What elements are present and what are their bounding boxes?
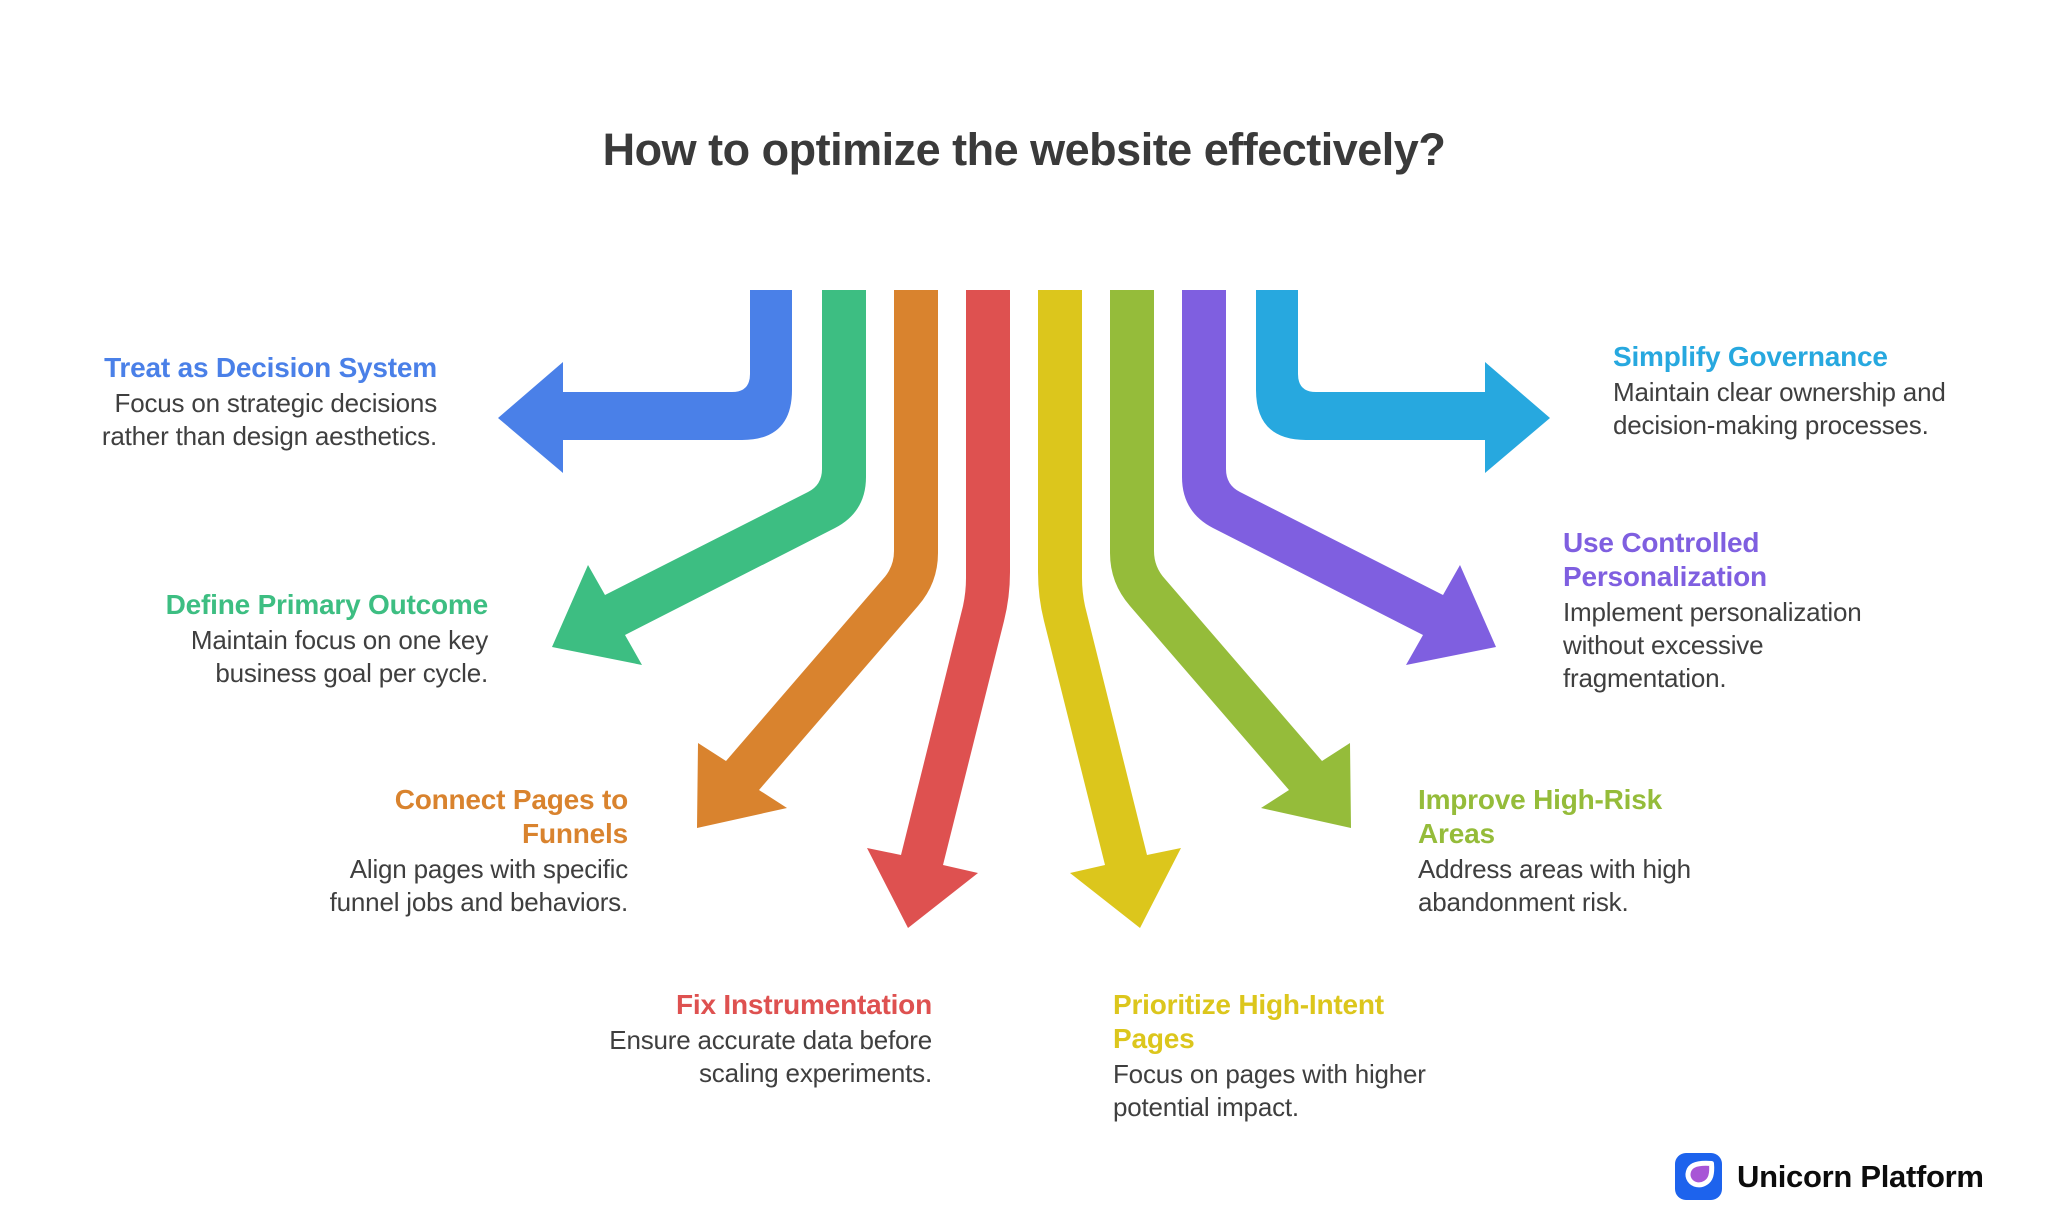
brand-footer: Unicorn Platform (1675, 1153, 1984, 1200)
tip-body: Align pages with specific funnel jobs an… (329, 854, 629, 917)
arrow-simplify-governance-icon (1256, 290, 1550, 473)
tip-treat-as-decision-system: Treat as Decision System Focus on strate… (77, 351, 437, 453)
tip-heading: Improve High-Risk Areas (1418, 784, 1662, 849)
tip-body: Ensure accurate data before scaling expe… (609, 1025, 932, 1088)
tip-heading: Use Controlled Personalization (1563, 527, 1767, 592)
tip-prioritize-high-intent-pages: Prioritize High-Intent Pages Focus on pa… (1113, 988, 1443, 1124)
arrow-connect-pages-to-funnels-icon (697, 290, 938, 828)
arrow-use-controlled-personalization-icon (1182, 290, 1496, 665)
logo-drop-icon (1685, 1160, 1715, 1188)
tip-body: Focus on strategic decisions rather than… (101, 388, 437, 451)
page-title: How to optimize the website effectively? (602, 124, 1446, 175)
tip-heading: Define Primary Outcome (165, 589, 489, 620)
arrow-define-primary-outcome-icon (552, 290, 866, 665)
tip-heading: Connect Pages to Funnels (394, 784, 628, 849)
tip-body: Maintain clear ownership and decision-ma… (1613, 377, 1946, 440)
tip-heading: Treat as Decision System (104, 352, 437, 383)
tip-body: Implement personalization without excess… (1563, 597, 1862, 693)
tip-heading: Fix Instrumentation (676, 989, 932, 1020)
arrow-fix-instrumentation-icon (867, 290, 1010, 928)
arrow-treat-as-decision-system-icon (498, 290, 792, 473)
tip-connect-pages-to-funnels: Connect Pages to Funnels Align pages wit… (318, 783, 629, 919)
brand-name: Unicorn Platform (1737, 1158, 1984, 1194)
tip-heading: Simplify Governance (1613, 341, 1888, 372)
tip-body: Address areas with high abandonment risk… (1418, 854, 1691, 917)
tip-heading: Prioritize High-Intent Pages (1113, 989, 1384, 1054)
tip-fix-instrumentation: Fix Instrumentation Ensure accurate data… (592, 988, 932, 1090)
arrow-improve-high-risk-areas-icon (1110, 290, 1351, 828)
unicorn-platform-logo-icon (1675, 1153, 1722, 1200)
tip-simplify-governance: Simplify Governance Maintain clear owner… (1613, 340, 1983, 442)
tip-body: Focus on pages with higher potential imp… (1113, 1059, 1426, 1122)
tip-use-controlled-personalization: Use Controlled Personalization Implement… (1563, 526, 1883, 695)
arrow-prioritize-high-intent-pages-icon (1038, 290, 1181, 928)
tip-define-primary-outcome: Define Primary Outcome Maintain focus on… (158, 588, 489, 690)
tip-improve-high-risk-areas: Improve High-Risk Areas Address areas wi… (1418, 783, 1718, 919)
tip-body: Maintain focus on one key business goal … (190, 625, 488, 688)
